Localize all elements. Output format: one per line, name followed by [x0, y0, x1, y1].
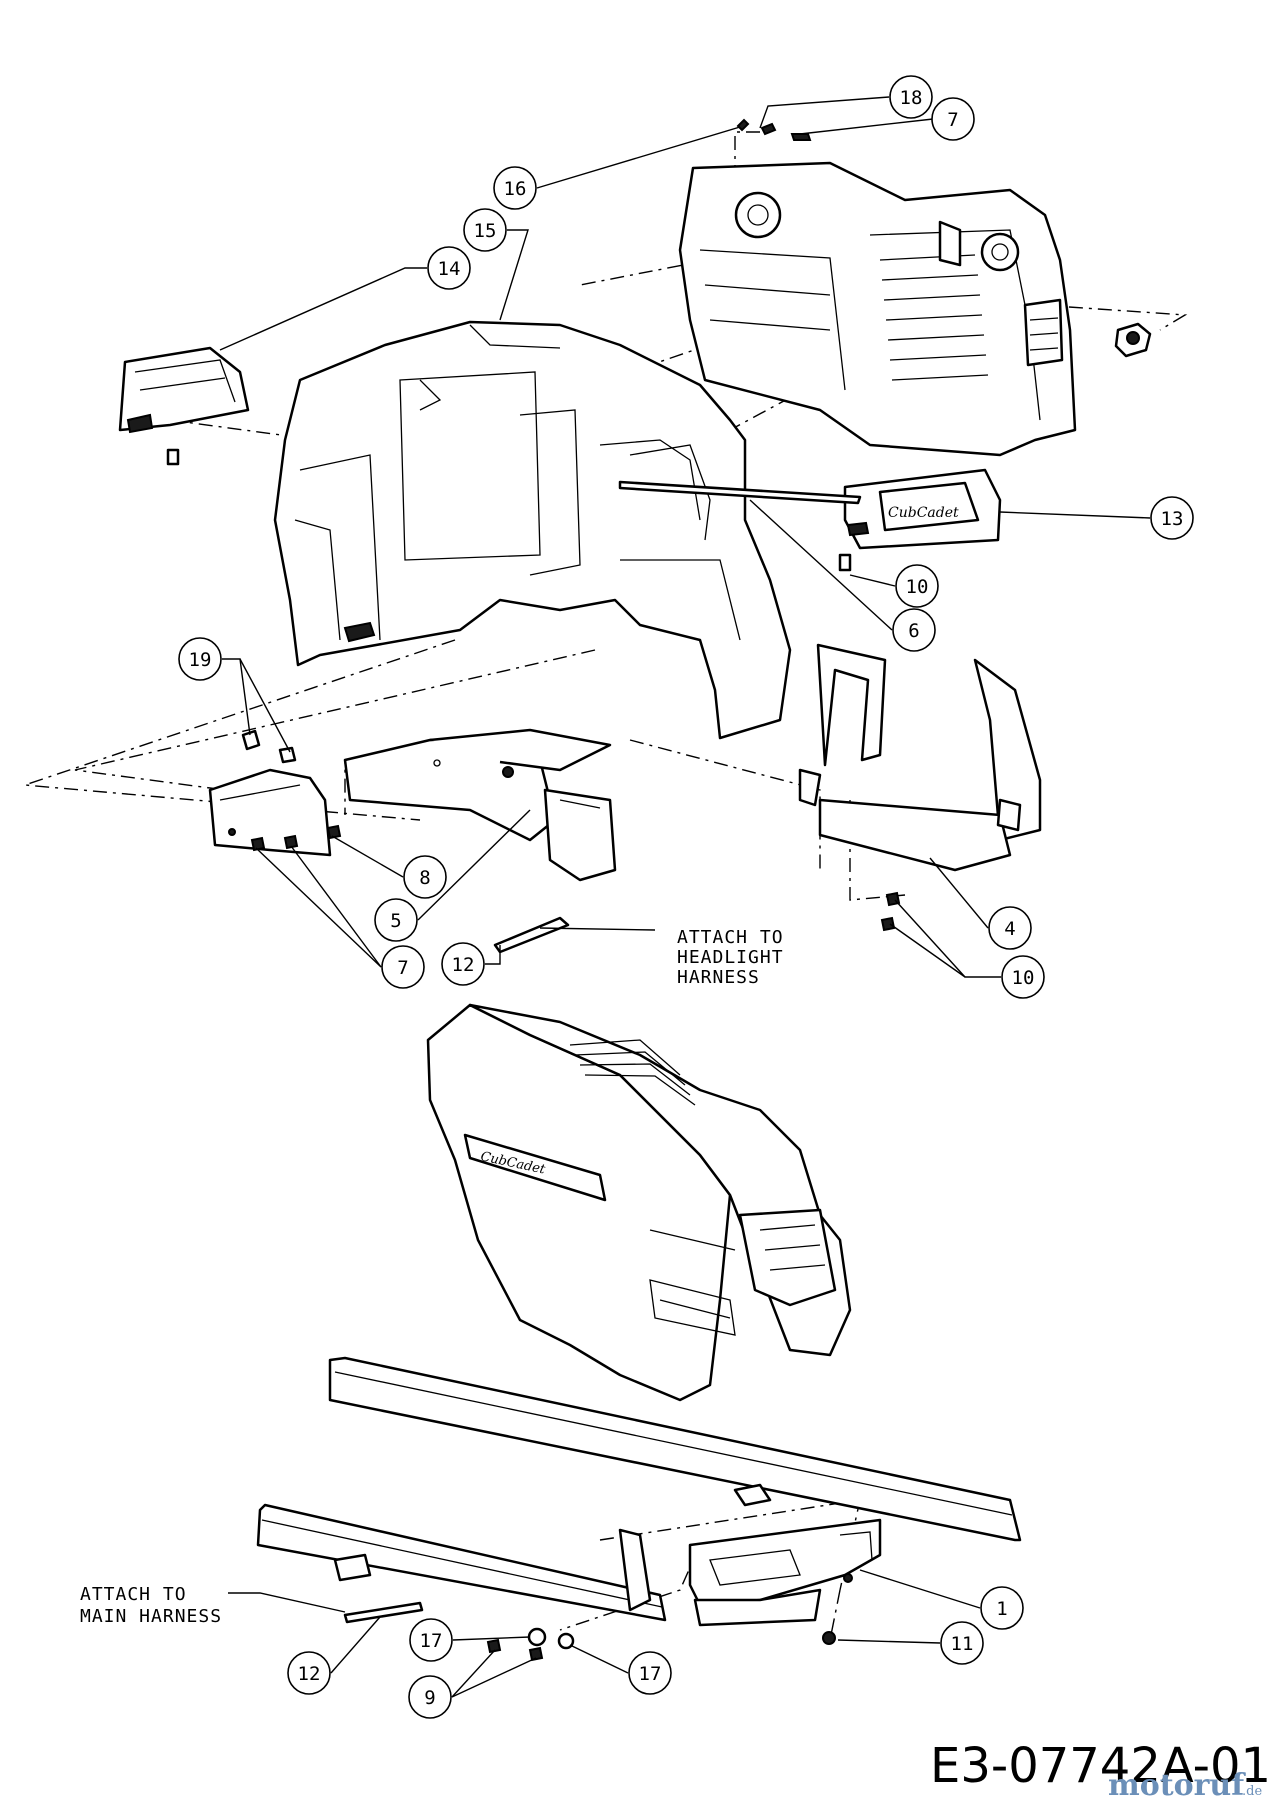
callout-number: 8 — [419, 867, 430, 889]
callout-circle — [441, 942, 485, 986]
callout-circle — [889, 75, 933, 119]
callout-number: 12 — [452, 954, 475, 976]
callout-number: 10 — [1012, 967, 1035, 989]
hood: CubCadet — [426, 1003, 852, 1402]
callout-circle — [493, 166, 537, 210]
callout-circle — [409, 1618, 453, 1662]
callout-circle — [403, 855, 447, 899]
dash-panel — [678, 161, 1077, 457]
callout-circle — [374, 898, 418, 942]
callout-circle — [931, 97, 975, 141]
note-headlight-harness: ATTACH TO HEADLIGHT HARNESS — [677, 927, 784, 988]
callout-circle — [381, 945, 425, 989]
bracket-left — [208, 768, 332, 857]
callout-number: 16 — [504, 178, 527, 200]
bumper-part-1 — [688, 1518, 882, 1627]
bracket-part-5 — [343, 728, 617, 882]
callout-4: 4 — [988, 906, 1032, 950]
side-pod-right: CubCadet — [843, 468, 1002, 550]
callout-7: 7 — [381, 945, 425, 989]
callout-circle — [892, 608, 936, 652]
note-headlight-line2: HEADLIGHT — [677, 947, 784, 968]
callout-circle — [1001, 955, 1045, 999]
watermark-suffix: .de — [1242, 1784, 1262, 1799]
callout-13: 13 — [1150, 496, 1194, 540]
note-headlight-line3: HARNESS — [677, 967, 760, 988]
knob-part — [1114, 322, 1152, 358]
callout-19: 19 — [178, 637, 222, 681]
note-main-harness: ATTACH TO MAIN HARNESS — [80, 1584, 222, 1627]
callout-circle — [940, 1621, 984, 1665]
dash-grille-slats — [879, 254, 989, 381]
callout-5: 5 — [374, 898, 418, 942]
harness-part-12-lower — [343, 1601, 424, 1624]
side-pod-left — [118, 346, 250, 466]
callout-circle — [178, 637, 222, 681]
channel-part-4 — [798, 643, 1042, 872]
callout-12: 12 — [441, 942, 485, 986]
callout-circle — [463, 208, 507, 252]
callout-number: 1 — [996, 1598, 1007, 1620]
harness-part-12-upper — [493, 916, 570, 954]
callout-number: 12 — [298, 1663, 321, 1685]
rod-part-6 — [618, 480, 862, 505]
callout-number: 18 — [900, 87, 923, 109]
frame-rails — [256, 1356, 1022, 1622]
callout-number: 6 — [908, 620, 919, 642]
callout-10: 10 — [895, 564, 939, 608]
fasteners-lower — [486, 1627, 836, 1662]
hood-vents — [569, 1039, 696, 1106]
callout-number: 9 — [424, 1687, 435, 1709]
watermark: motoruf .de — [1108, 1768, 1262, 1800]
leader-lines — [219, 96, 1151, 1698]
bolt-10-upper — [838, 553, 852, 572]
callout-10: 10 — [1001, 955, 1045, 999]
callout-circle — [980, 1586, 1024, 1630]
callout-14: 14 — [427, 246, 471, 290]
callout-circle — [408, 1675, 452, 1719]
callout-7: 7 — [931, 97, 975, 141]
callout-number: 13 — [1161, 508, 1184, 530]
callout-circle — [1150, 496, 1194, 540]
callout-number: 10 — [906, 576, 929, 598]
callout-circle — [427, 246, 471, 290]
callout-number: 5 — [390, 910, 401, 932]
callout-number: 17 — [639, 1663, 662, 1685]
fastener-group-top — [736, 118, 812, 141]
callout-number: 15 — [474, 220, 497, 242]
callout-18: 18 — [889, 75, 933, 119]
callout-circle — [628, 1651, 672, 1695]
callout-9: 9 — [408, 1675, 452, 1719]
callout-number: 7 — [947, 109, 958, 131]
callout-number: 4 — [1004, 918, 1015, 940]
callout-number: 7 — [397, 957, 408, 979]
callout-17: 17 — [628, 1651, 672, 1695]
bolts-7-8 — [250, 824, 342, 852]
callout-12: 12 — [287, 1651, 331, 1695]
document-number: E3-07742A-01 — [930, 1738, 1271, 1794]
fender-body — [273, 320, 792, 740]
callout-15: 15 — [463, 208, 507, 252]
callout-number: 14 — [438, 258, 461, 280]
callout-number: 19 — [189, 649, 212, 671]
note-main-line2: MAIN HARNESS — [80, 1606, 222, 1627]
callout-circle — [287, 1651, 331, 1695]
callout-circle — [988, 906, 1032, 950]
note-main-line1: ATTACH TO — [80, 1584, 187, 1605]
callout-number: 17 — [420, 1630, 443, 1652]
note-headlight-line1: ATTACH TO — [677, 927, 784, 948]
callout-6: 6 — [892, 608, 936, 652]
callout-circle — [895, 564, 939, 608]
callout-17: 17 — [409, 1618, 453, 1662]
watermark-brand: motoruf — [1108, 1768, 1246, 1800]
callout-8: 8 — [403, 855, 447, 899]
svg-text:CubCadet: CubCadet — [888, 505, 959, 521]
callout-number: 11 — [951, 1633, 974, 1655]
callout-11: 11 — [940, 1621, 984, 1665]
callout-16: 16 — [493, 166, 537, 210]
callout-1: 1 — [980, 1586, 1024, 1630]
